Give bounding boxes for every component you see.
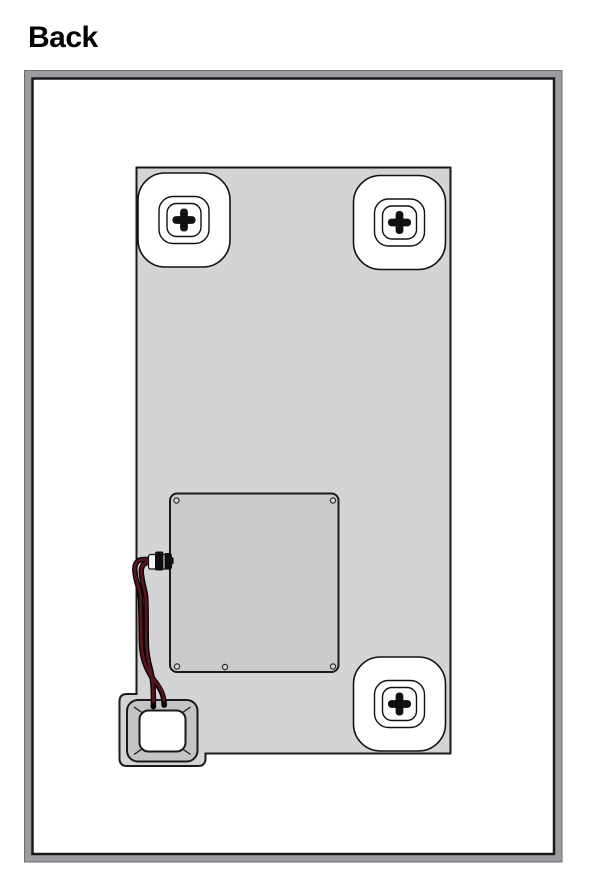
screw-icon — [173, 497, 180, 504]
cable-access-opening — [138, 709, 187, 753]
screw-icon — [329, 497, 337, 504]
screw-icon — [329, 663, 337, 670]
junction-box — [169, 492, 340, 673]
cable-access-box — [126, 699, 199, 763]
page-title: Back — [28, 21, 98, 54]
wire-end — [150, 703, 157, 710]
mounting-bracket-bottom-right — [352, 656, 447, 752]
mounting-bracket-top-left — [137, 172, 231, 268]
wire-end — [161, 702, 168, 708]
mounting-bracket-top-right — [352, 174, 447, 271]
screw-icon — [221, 663, 229, 671]
power-wires — [132, 556, 174, 710]
screw-icon — [173, 663, 181, 670]
cable-gland — [147, 551, 173, 571]
